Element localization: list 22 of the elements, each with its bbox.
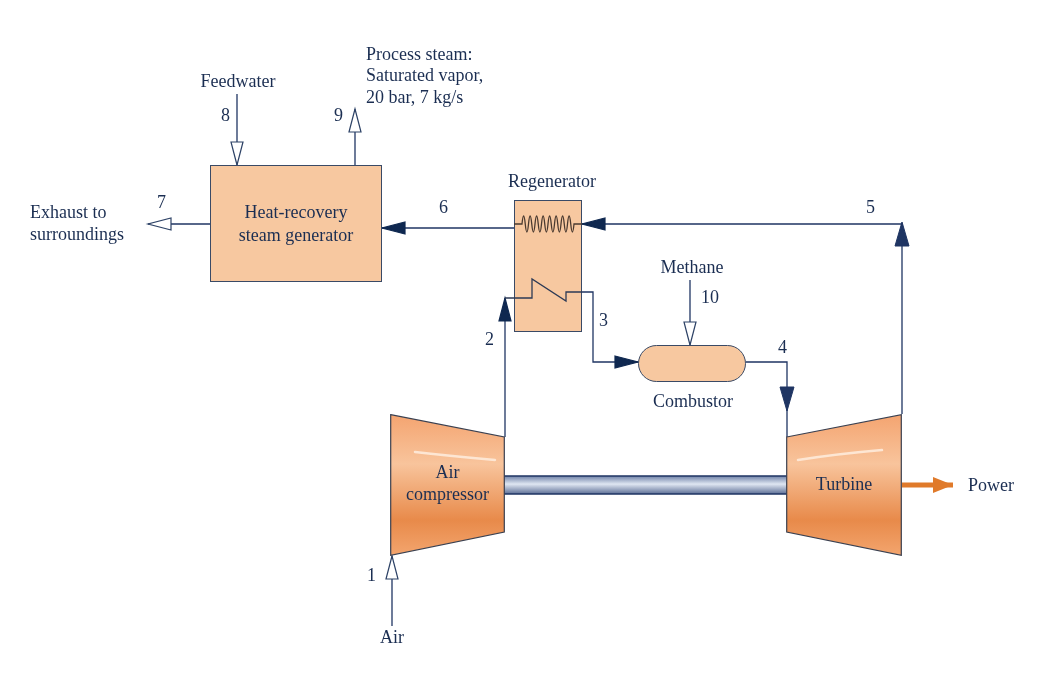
state-number: 9 xyxy=(333,106,344,124)
state-number: 4 xyxy=(777,338,788,356)
stream-label: Exhaust to surroundings xyxy=(30,200,148,248)
equipment-label: Regenerator xyxy=(507,171,597,193)
state-number: 10 xyxy=(700,288,720,306)
stream-label: Process steam: Saturated vapor, 20 bar, 7 kg/s xyxy=(366,43,494,109)
steam-generator-box xyxy=(210,165,382,282)
equipment-label: Turbine xyxy=(814,474,874,496)
stream-label: Methane xyxy=(650,256,734,280)
equipment-label: Combustor xyxy=(652,391,734,413)
state-number: 3 xyxy=(598,311,609,329)
equipment-label: Heat-recovery steam generator xyxy=(237,201,355,246)
state-number: 7 xyxy=(156,193,167,211)
state-number: 1 xyxy=(366,566,377,584)
stream-label: Air xyxy=(372,626,412,650)
state-number: 2 xyxy=(484,330,495,348)
stream-label: Power xyxy=(958,474,1024,498)
stream-label: Feedwater xyxy=(188,70,288,94)
equipment-label: Air compressor xyxy=(405,462,490,506)
state-number: 8 xyxy=(220,106,231,124)
state-number: 6 xyxy=(438,198,449,216)
state-number: 5 xyxy=(865,198,876,216)
